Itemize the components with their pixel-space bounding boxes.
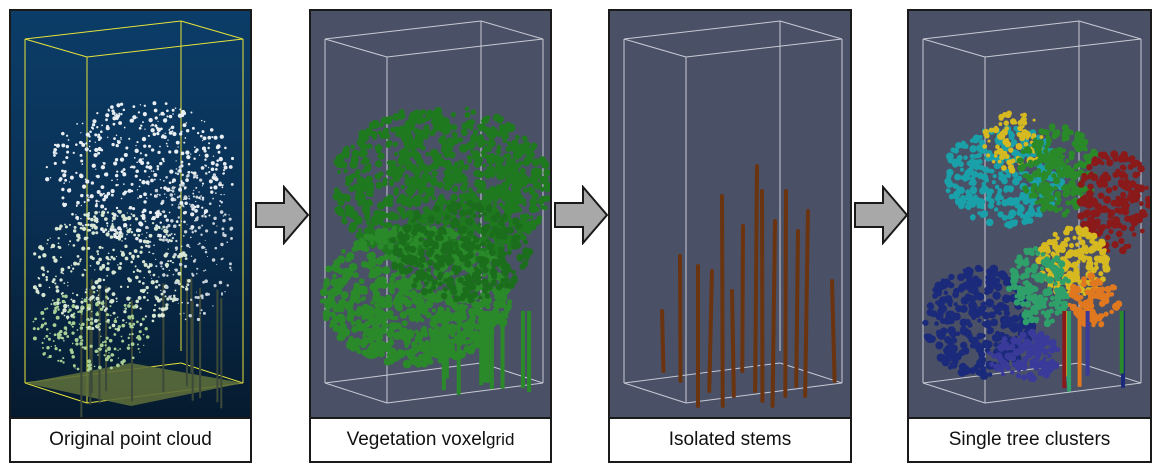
arrow-icon xyxy=(554,185,609,245)
single-tree-clusters-render xyxy=(909,11,1150,421)
isolated-stems-render xyxy=(610,11,850,421)
arrow-icon xyxy=(854,185,909,245)
vegetation-voxel-grid-panel: Vegetation voxel grid xyxy=(309,9,552,463)
vegetation-voxels xyxy=(319,106,550,395)
vegetation-voxel-render xyxy=(311,11,550,421)
tree-clusters xyxy=(922,110,1150,392)
original-point-cloud-caption: Original point cloud xyxy=(11,417,250,461)
stems-image xyxy=(623,20,843,408)
clusters-image xyxy=(922,20,1150,404)
isolated-stems-panel: Isolated stems xyxy=(608,9,852,463)
vegetation-voxel-grid-caption: Vegetation voxel grid xyxy=(311,417,550,461)
single-tree-clusters-caption: Single tree clusters xyxy=(909,417,1150,461)
point-cloud-image xyxy=(24,20,244,418)
original-point-cloud-render xyxy=(11,11,250,421)
point-cloud-points xyxy=(25,101,243,418)
isolated-stems-caption: Isolated stems xyxy=(610,417,850,461)
voxel-grid-image xyxy=(319,20,550,404)
caption-small-text: grid xyxy=(486,430,515,449)
stems xyxy=(660,164,837,408)
original-point-cloud-panel: Original point cloud xyxy=(9,9,252,463)
single-tree-clusters-panel: Single tree clusters xyxy=(907,9,1152,463)
arrow-icon xyxy=(255,185,310,245)
bounding-box xyxy=(24,20,244,404)
caption-main-text: Vegetation voxel xyxy=(346,429,487,450)
